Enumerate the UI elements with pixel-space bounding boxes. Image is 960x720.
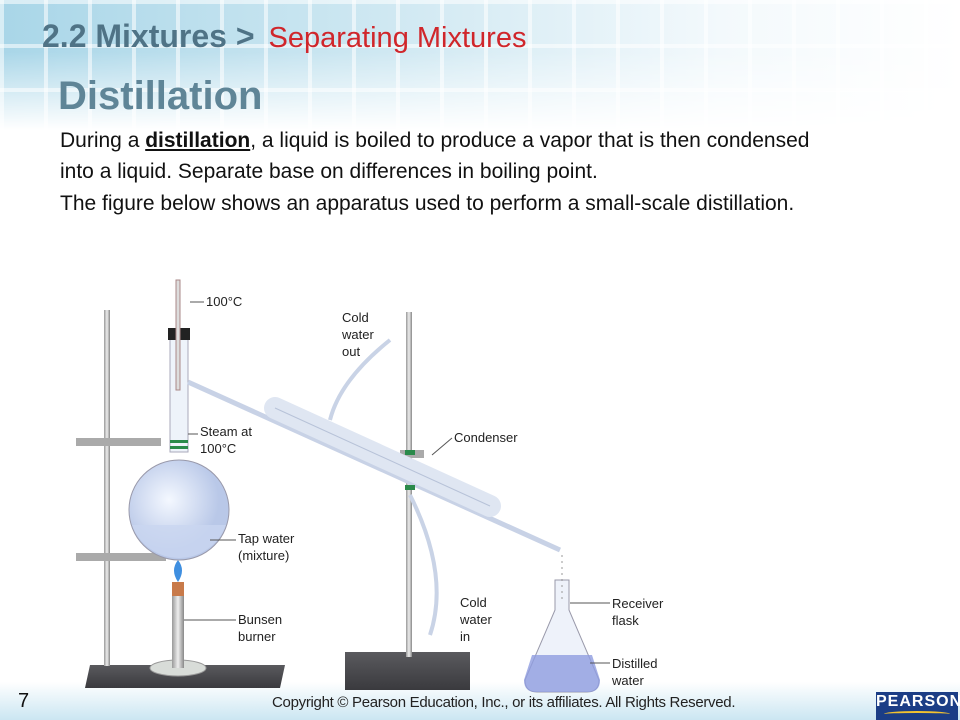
diagram-labels: 100°C Cold water out Steam at 100°C Cond… (184, 294, 664, 688)
label-cold-water-out: Cold (342, 310, 369, 325)
paragraph-figure-intro: The figure below shows an apparatus used… (60, 192, 795, 215)
label-tap-water: (mixture) (238, 548, 289, 563)
header-background (0, 0, 960, 130)
key-term: distillation (145, 129, 251, 152)
label-condenser: Condenser (454, 430, 518, 445)
label-cold-water-in: Cold (460, 595, 487, 610)
receiver-flask (524, 555, 600, 693)
distillation-apparatus-diagram: 100°C Cold water out Steam at 100°C Cond… (76, 279, 664, 693)
label-steam: 100°C (200, 441, 236, 456)
subsection-label: Separating Mixtures (268, 22, 527, 54)
pearson-logo: PEARSON (876, 692, 960, 720)
label-thermometer: 100°C (206, 294, 242, 309)
label-bunsen-burner: burner (238, 629, 276, 644)
condenser (186, 338, 562, 636)
slide-title: Distillation (58, 74, 263, 118)
footer-background (0, 682, 960, 720)
left-ring-stand (76, 310, 285, 688)
logo-text: PEARSON (876, 693, 960, 710)
slide-body: During a distillation, a liquid is boile… (60, 125, 830, 219)
label-cold-water-in: water (459, 612, 492, 627)
section-label: 2.2 Mixtures > (42, 18, 255, 54)
text: During a (60, 129, 146, 152)
label-cold-water-out: water (341, 327, 374, 342)
label-receiver-flask: Receiver (612, 596, 664, 611)
logo-swoosh-icon (884, 711, 950, 717)
section-header: 2.2 Mixtures > Separating Mixtures (42, 18, 526, 55)
label-cold-water-out: out (342, 344, 360, 359)
label-distilled-water: water (611, 673, 644, 688)
label-distilled-water: Distilled (612, 656, 658, 671)
label-steam: Steam at (200, 424, 252, 439)
label-bunsen-burner: Bunsen (238, 612, 282, 627)
text: , a liquid is boiled to produce a vapor … (60, 129, 810, 183)
bunsen-burner (149, 560, 207, 677)
boiling-flask (128, 279, 230, 561)
paragraph-definition: During a distillation, a liquid is boile… (60, 125, 830, 187)
slide-number: 7 (18, 690, 30, 712)
label-tap-water: Tap water (238, 531, 295, 546)
label-cold-water-in: in (460, 629, 470, 644)
copyright-notice: Copyright © Pearson Education, Inc., or … (272, 694, 736, 711)
label-receiver-flask: flask (612, 613, 639, 628)
